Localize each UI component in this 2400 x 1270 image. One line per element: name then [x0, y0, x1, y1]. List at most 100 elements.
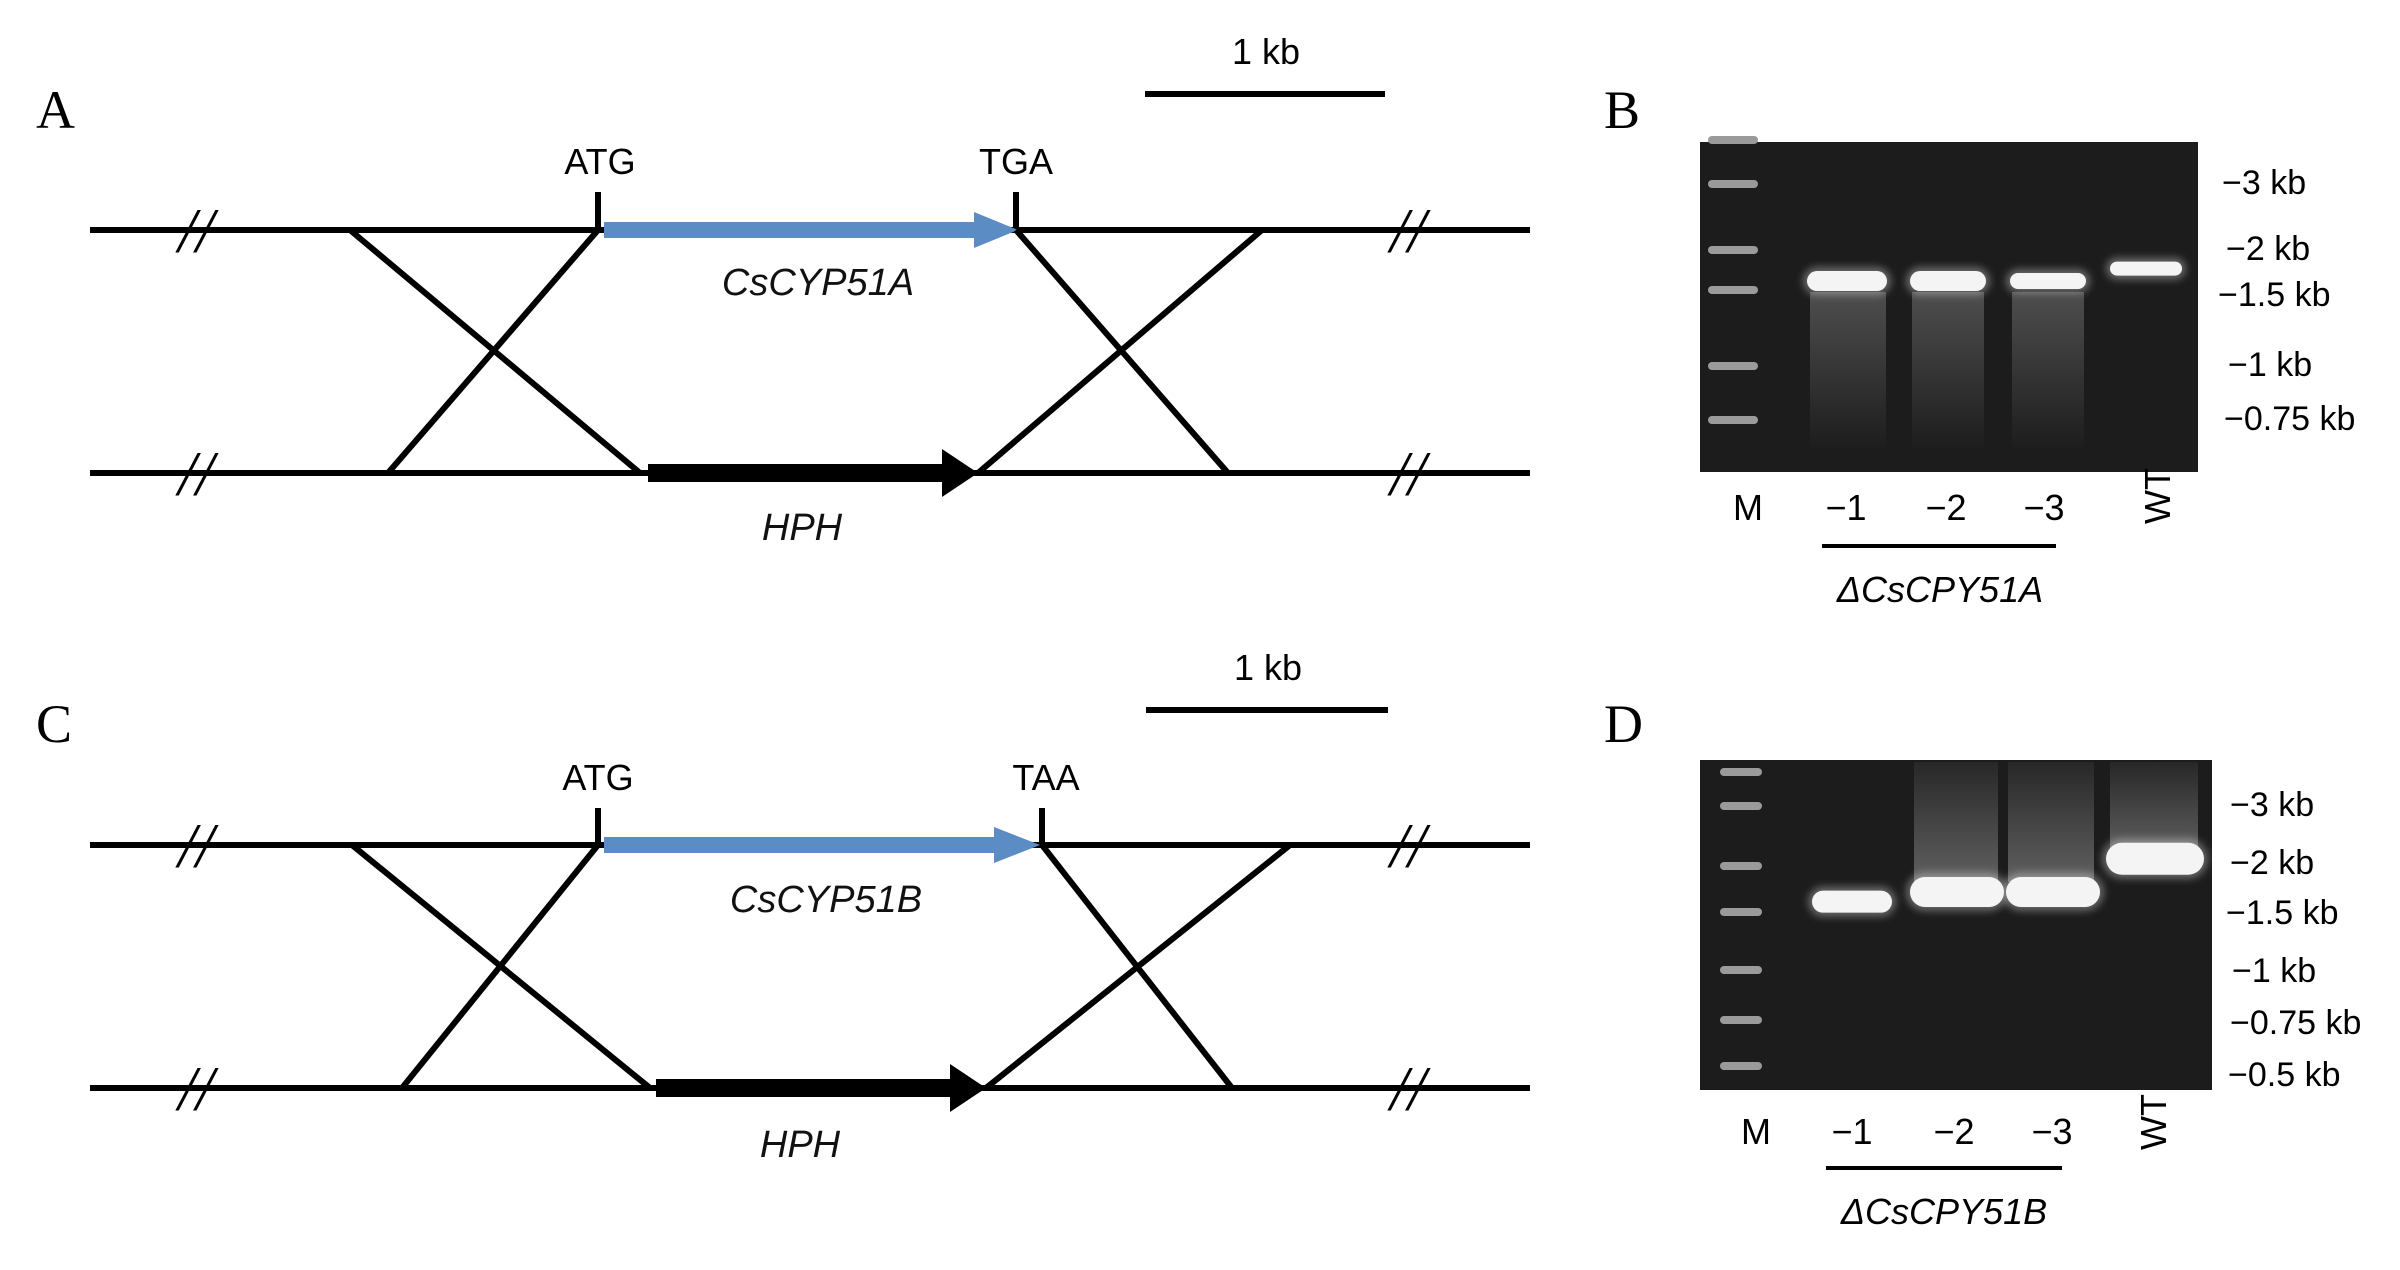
lane-label: −1: [1825, 487, 1866, 528]
break-mark: //: [1387, 195, 1431, 266]
break-mark: //: [1387, 1053, 1431, 1124]
panel-c-marker-arrow: [656, 1064, 986, 1112]
panel-a-scale-label: 1 kb: [1232, 31, 1300, 72]
size-label: −0.75 kb: [2224, 400, 2355, 438]
break-mark: //: [175, 195, 219, 266]
start-codon-label: ATG: [562, 757, 633, 798]
ladder-band: [1720, 1016, 1762, 1024]
sample-band: [1807, 271, 1887, 292]
panel-c-letter: C: [36, 694, 72, 754]
panel-c-stop-codon: TAA: [1012, 757, 1080, 847]
panel-a-stop-codon: TGA: [979, 141, 1053, 232]
size-label: −1.5 kb: [2218, 276, 2330, 314]
sample-band: [1910, 271, 1986, 292]
size-label: −0.75 kb: [2230, 1004, 2361, 1042]
marker-arrow-head: [942, 449, 978, 497]
panel-b-ladder: [1708, 136, 1758, 424]
smear: [2012, 292, 2084, 452]
panel-d: D −3 kb −2 kb −1.5 kb −1 kb −0.75 kb −0.…: [1604, 694, 2361, 1232]
lane-label-marker: M: [1733, 487, 1763, 528]
sample-band: [2010, 273, 2086, 290]
crossover-line: [399, 843, 601, 1090]
stop-codon-label: TAA: [1012, 757, 1079, 798]
sample-band: [2110, 261, 2182, 276]
ladder-band: [1720, 802, 1762, 810]
lane-label: −2: [1925, 487, 1966, 528]
panel-c-break-marks: // // // //: [175, 810, 1431, 1124]
ladder-band: [1708, 246, 1758, 254]
smear: [1914, 762, 1998, 882]
start-codon-label: ATG: [564, 141, 635, 182]
break-mark: //: [175, 810, 219, 881]
size-label: −2 kb: [2226, 230, 2310, 268]
panel-b-letter: B: [1604, 80, 1640, 140]
size-label: −3 kb: [2230, 786, 2314, 824]
panel-b-bands: [1803, 257, 2186, 296]
crossover-line: [976, 227, 1264, 476]
panel-a-break-marks: // // // //: [175, 195, 1431, 509]
panel-d-group-label: ΔCsCPY51B: [1840, 1191, 2047, 1232]
gene-arrow-head: [994, 827, 1040, 863]
crossover-line: [385, 228, 601, 475]
panel-d-letter: D: [1604, 694, 1643, 754]
ladder-band: [1720, 966, 1762, 974]
break-mark: //: [175, 438, 219, 509]
panel-c-gene-label: CsCYP51B: [730, 879, 922, 921]
marker-arrow-shaft: [656, 1079, 956, 1097]
size-label: −1 kb: [2232, 952, 2316, 990]
ladder-band: [1708, 136, 1758, 144]
lane-label-wt: WT: [2137, 468, 2178, 524]
smear: [1912, 292, 1984, 452]
panel-c-scale-bar: 1 kb: [1146, 647, 1388, 713]
ladder-band: [1708, 286, 1758, 294]
panel-d-size-labels: −3 kb −2 kb −1.5 kb −1 kb −0.75 kb −0.5 …: [2226, 786, 2361, 1094]
smear: [2008, 762, 2094, 882]
lane-label: −3: [2023, 487, 2064, 528]
sample-band: [1910, 876, 2004, 907]
sample-band: [2106, 842, 2204, 875]
break-mark: //: [1387, 438, 1431, 509]
panel-c-gene-arrow: [604, 827, 1040, 863]
size-label: −1.5 kb: [2226, 894, 2338, 932]
break-mark: //: [175, 1053, 219, 1124]
sample-band: [2006, 876, 2100, 907]
ladder-band: [1720, 1062, 1762, 1070]
panel-a-start-codon: ATG: [564, 141, 636, 232]
break-mark: //: [1387, 810, 1431, 881]
smear: [1810, 292, 1886, 452]
panel-a-scale-bar: 1 kb: [1145, 31, 1385, 97]
panel-d-bands: [1808, 838, 2208, 917]
stop-codon-label: TGA: [979, 141, 1053, 182]
panel-b: B −3 kb −2 kb −1.5 kb −1 kb −0.75 kb M −…: [1604, 80, 2355, 610]
panel-d-lane-labels: M −1 −2 −3 WT: [1741, 1094, 2174, 1152]
marker-arrow-shaft: [648, 464, 948, 482]
gene-arrow-head: [974, 212, 1018, 248]
panel-d-smears: [1914, 762, 2198, 882]
panel-b-size-labels: −3 kb −2 kb −1.5 kb −1 kb −0.75 kb: [2218, 164, 2355, 438]
panel-c: C 1 kb // // // // ATG TAA CsCYP51B: [36, 647, 1530, 1166]
panel-b-lane-labels: M −1 −2 −3 WT: [1733, 468, 2178, 528]
crossover-line: [984, 842, 1292, 1091]
gene-arrow-shaft: [604, 222, 980, 238]
gene-arrow-shaft: [604, 837, 1000, 853]
ladder-band: [1720, 908, 1762, 916]
panel-a-marker-label: HPH: [762, 507, 843, 549]
panel-c-start-codon: ATG: [562, 757, 634, 847]
size-label: −1 kb: [2228, 346, 2312, 384]
ladder-band: [1708, 416, 1758, 424]
lane-label: −3: [2031, 1111, 2072, 1152]
panel-c-crossover-lines: [350, 842, 1292, 1091]
size-label: −3 kb: [2222, 164, 2306, 202]
marker-arrow-head: [950, 1064, 986, 1112]
lane-label: −2: [1933, 1111, 1974, 1152]
panel-c-scale-label: 1 kb: [1234, 647, 1302, 688]
lane-label: −1: [1831, 1111, 1872, 1152]
panel-b-smears: [1810, 292, 2084, 452]
sample-band: [1812, 890, 1892, 913]
lane-label-marker: M: [1741, 1111, 1771, 1152]
size-label: −2 kb: [2230, 844, 2314, 882]
panel-a-gene-label: CsCYP51A: [722, 262, 914, 304]
panel-d-ladder: [1720, 768, 1762, 1070]
panel-a-crossover-lines: [348, 227, 1264, 476]
